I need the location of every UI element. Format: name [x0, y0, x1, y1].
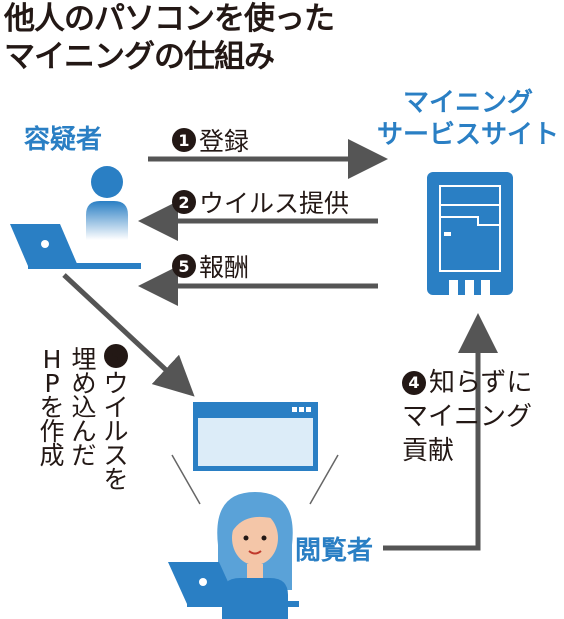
suspect-figure [10, 166, 141, 269]
step-contribute-line-1: 知らずに [429, 368, 533, 398]
step-register-label: 登録 [199, 127, 250, 156]
step-3-char: 成 [39, 441, 65, 470]
step-number-1: 1 [172, 128, 196, 152]
step-reward-label: 報酬 [199, 253, 250, 282]
step-3-char: 込 [71, 393, 97, 422]
step-3-char: め [71, 369, 97, 398]
viewer-face [232, 511, 278, 565]
step-3-char: ん [71, 417, 97, 446]
suspect-laptop-base [28, 263, 141, 269]
arrow-create-page [62, 273, 195, 397]
viewer-figure [168, 492, 299, 619]
suspect-head [91, 166, 123, 198]
step-3-char: ル [103, 417, 129, 446]
step-number-4: 4 [402, 371, 426, 395]
step-contribute: 4 知らずに マイニング 貢献 [402, 366, 532, 468]
service-label-line-1: マイニング [402, 88, 533, 118]
step-virus-label: ウイルス提供 [199, 189, 350, 218]
suspect-body [86, 201, 128, 240]
service-label: マイニング サービスサイト [376, 87, 560, 151]
step-3-column-3: H P を 作 成 [37, 345, 67, 470]
step-number-5: 5 [172, 254, 196, 278]
step-virus: 2 ウイルス提供 [172, 184, 349, 220]
step-3-char: ウ [103, 369, 129, 398]
viewer-laptop-camera [199, 578, 207, 586]
step-3-char: ス [103, 441, 129, 470]
arrow-contribute [383, 313, 498, 551]
webpage-icon [193, 402, 318, 471]
step-number-3: 3 [104, 343, 128, 368]
step-number-2: 2 [172, 190, 196, 214]
diagram-title: 他人のパソコンを使った マイニングの仕組み [4, 0, 335, 76]
screen-glow-right [309, 454, 339, 505]
viewer-label: 閲覧者 [295, 536, 374, 566]
viewer-laptop-base [187, 601, 299, 607]
step-3-char: P [44, 369, 60, 398]
title-line-2: マイニングの仕組み [4, 39, 275, 75]
step-3-char: イ [103, 393, 129, 422]
step-3-column-1: 3 ウ イ ル ス を [101, 343, 131, 494]
step-reward: 5 報酬 [172, 248, 249, 284]
step-3-char: 埋 [71, 345, 97, 374]
server-icon [427, 172, 513, 295]
step-3-char: だ [71, 441, 97, 470]
viewer-torso [222, 578, 288, 619]
step-3-char: 作 [39, 417, 65, 446]
title-line-1: 他人のパソコンを使った [4, 1, 335, 37]
step-3-char: H [42, 345, 62, 374]
suspect-laptop-camera [41, 240, 49, 248]
service-label-line-2: サービスサイト [376, 120, 559, 150]
screen-glow-left [171, 454, 201, 505]
step-contribute-line-2: マイニング [402, 402, 533, 432]
step-3-column-2: 埋 め 込 ん だ [69, 345, 99, 470]
step-3-char: を [103, 465, 129, 494]
step-register: 1 登録 [172, 122, 249, 158]
step-3-char: を [39, 393, 65, 422]
suspect-label: 容疑者 [24, 125, 103, 155]
step-contribute-line-3: 貢献 [402, 436, 455, 466]
